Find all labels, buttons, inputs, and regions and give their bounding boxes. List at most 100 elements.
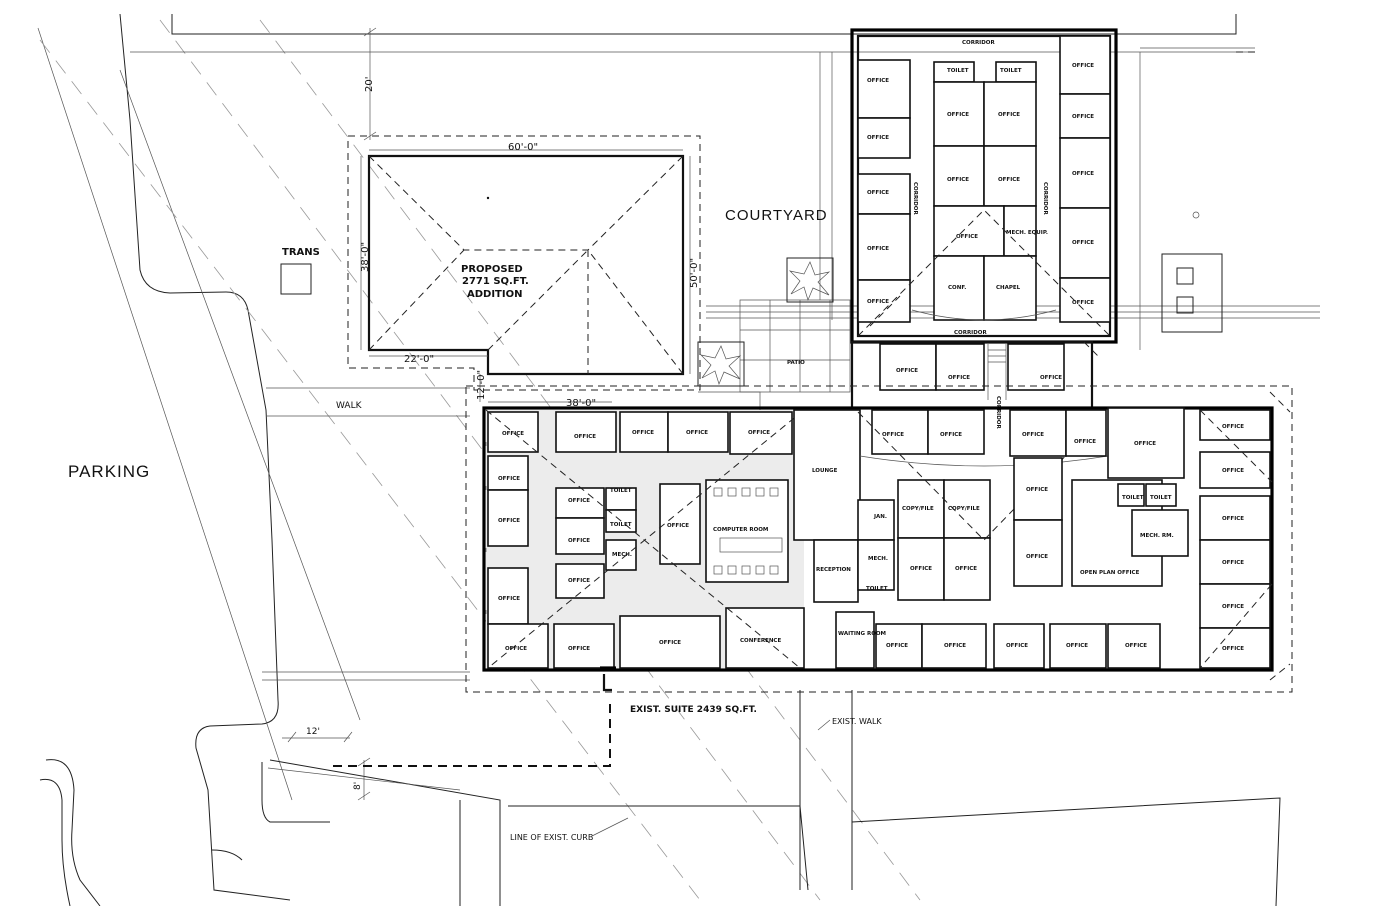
- room-label-office: OFFICE: [659, 640, 681, 646]
- connector-labels: OFFICE OFFICE OFFICE CORRIDOR: [896, 368, 1062, 429]
- room-label-office: OFFICE: [947, 112, 969, 118]
- dim-38b: 38'-0": [566, 398, 596, 409]
- room-label-toilet: TOILET: [1000, 68, 1022, 74]
- room-label-office: OFFICE: [1222, 468, 1244, 474]
- room-label-office: OFFICE: [1026, 487, 1048, 493]
- room-label-office: OFFICE: [632, 430, 654, 436]
- proposed-addition: [347, 135, 701, 391]
- room-label-office: OFFICE: [498, 476, 520, 482]
- computer-room-furniture: [713, 487, 783, 575]
- room-label-office: OFFICE: [574, 434, 596, 440]
- exist-suite-label: EXIST. SUITE 2439 SQ.FT.: [630, 705, 757, 715]
- room-label-office: OFFICE: [667, 523, 689, 529]
- room-label-copy-file: COPY/FILE: [902, 506, 934, 512]
- dim-38a: 38'-0": [360, 242, 371, 272]
- room-label-office: OFFICE: [1066, 643, 1088, 649]
- room-label-office: OFFICE: [748, 430, 770, 436]
- room-label-office: OFFICE: [1222, 560, 1244, 566]
- room-label-office: OFFICE: [896, 368, 918, 374]
- room-label-office: OFFICE: [867, 135, 889, 141]
- room-label-office: OFFICE: [1072, 300, 1094, 306]
- room-label-office: OFFICE: [1074, 439, 1096, 445]
- room-label-lounge: LOUNGE: [812, 468, 838, 474]
- planter-1: [786, 257, 834, 303]
- room-label-office: OFFICE: [1222, 604, 1244, 610]
- room-label-toilet: TOILET: [610, 488, 632, 494]
- room-label-conference: CONFERENCE: [740, 638, 781, 644]
- room-label-computer-room: COMPUTER ROOM: [713, 527, 768, 533]
- room-label-office: OFFICE: [498, 596, 520, 602]
- room-label-jan: JAN.: [873, 514, 887, 520]
- main-building: [465, 341, 1293, 693]
- room-label-office: OFFICE: [568, 498, 590, 504]
- room-label-office: OFFICE: [1072, 114, 1094, 120]
- room-label-office: OFFICE: [998, 177, 1020, 183]
- room-label-office: OFFICE: [1222, 424, 1244, 430]
- room-label-office: OFFICE: [882, 432, 904, 438]
- connector: [850, 340, 1094, 410]
- dim-8: 8': [353, 782, 363, 790]
- trans-box: [280, 263, 312, 295]
- room-label-office: OFFICE: [867, 78, 889, 84]
- parking-label: PARKING: [68, 462, 150, 481]
- room-label-office: OFFICE: [1040, 375, 1062, 381]
- proposed-addition-label: ADDITION: [467, 289, 522, 300]
- room-label-office: OFFICE: [1134, 441, 1156, 447]
- room-label-office: OFFICE: [498, 518, 520, 524]
- trans-label: TRANS: [282, 247, 320, 258]
- room-label-corridor: CORRIDOR: [954, 330, 987, 336]
- room-label-waiting-room: WAITING ROOM: [838, 631, 886, 637]
- room-label-office: OFFICE: [505, 646, 527, 652]
- room-label-reception: RECEPTION: [816, 567, 851, 573]
- proposed-label: PROPOSED: [461, 264, 523, 275]
- room-label-office: OFFICE: [568, 646, 590, 652]
- room-label-office: OFFICE: [568, 578, 590, 584]
- main-building-labels: OFFICE OFFICE OFFICE OFFICE OFFICE OFFIC…: [498, 424, 1244, 652]
- room-label-office: OFFICE: [502, 431, 524, 437]
- dim-12a: 12'-0": [476, 370, 487, 400]
- room-label-mech-equip: MECH. EQUIP.: [1006, 230, 1048, 236]
- north-wing: [850, 28, 1118, 344]
- room-label-office: OFFICE: [1125, 643, 1147, 649]
- room-label-office: OFFICE: [944, 643, 966, 649]
- room-label-office: OFFICE: [998, 112, 1020, 118]
- room-label-office: OFFICE: [948, 375, 970, 381]
- room-label-chapel: CHAPEL: [996, 285, 1021, 291]
- planter-2: [697, 341, 745, 387]
- room-label-open-plan-office: OPEN PLAN OFFICE: [1080, 570, 1140, 576]
- room-label-corridor: CORRIDOR: [995, 396, 1001, 429]
- north-wing-labels: CORRIDOR OFFICE OFFICE OFFICE OFFICE OFF…: [867, 40, 1094, 336]
- room-label-mech: MECH.: [612, 552, 632, 558]
- courtyard-label: COURTYARD: [725, 207, 828, 224]
- room-label-office: OFFICE: [867, 299, 889, 305]
- exist-walk-label: EXIST. WALK: [832, 717, 882, 726]
- dim-60: 60'-0": [508, 142, 538, 153]
- room-label-office: OFFICE: [1026, 554, 1048, 560]
- room-label-office: OFFICE: [1022, 432, 1044, 438]
- room-label-office: OFFICE: [886, 643, 908, 649]
- proposed-area: 2771 SQ.FT.: [462, 276, 529, 287]
- room-label-office: OFFICE: [955, 566, 977, 572]
- room-label-mech-rm: MECH. RM.: [1140, 533, 1174, 539]
- room-label-office: OFFICE: [1072, 171, 1094, 177]
- room-label-office: OFFICE: [947, 177, 969, 183]
- room-label-office: OFFICE: [1072, 63, 1094, 69]
- room-label-toilet: TOILET: [1122, 495, 1144, 501]
- room-label-office: OFFICE: [940, 432, 962, 438]
- room-label-toilet: TOILET: [610, 522, 632, 528]
- room-label-corridor: CORRIDOR: [962, 40, 995, 46]
- exist-curb-label: LINE OF EXIST. CURB: [510, 833, 593, 842]
- dim-12b: 12': [306, 727, 320, 737]
- dim-22: 22'-0": [404, 354, 434, 365]
- room-label-office: OFFICE: [686, 430, 708, 436]
- room-label-corridor: CORRIDOR: [1042, 182, 1048, 215]
- room-label-office: OFFICE: [568, 538, 590, 544]
- walk-label: WALK: [336, 401, 363, 411]
- room-label-copy-file: COPY/FILE: [948, 506, 980, 512]
- exist-suite-leader: [330, 704, 611, 767]
- room-label-office: OFFICE: [867, 246, 889, 252]
- room-label-office: OFFICE: [1072, 240, 1094, 246]
- dim-50: 50'-0": [689, 258, 700, 288]
- dim-20: 20': [364, 77, 375, 92]
